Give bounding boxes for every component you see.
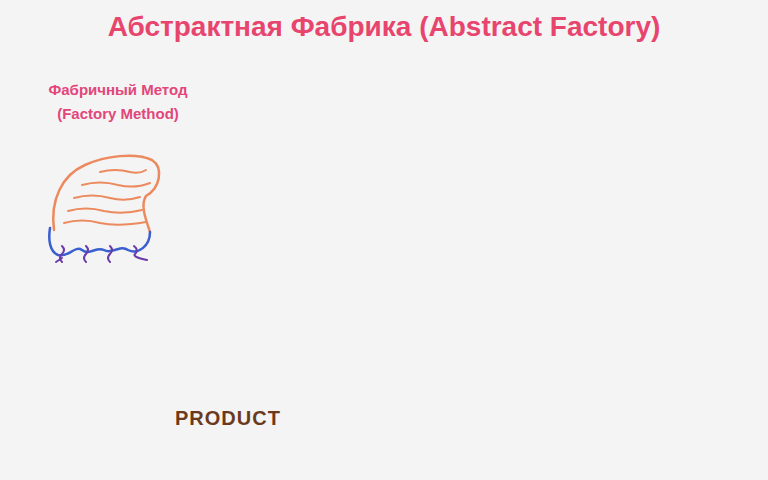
method-label: Фабричный Метод (Factory Method) bbox=[18, 78, 218, 126]
product-wiggles bbox=[56, 246, 147, 262]
factory-outline bbox=[53, 156, 159, 232]
product-label: PRODUCT bbox=[175, 407, 281, 430]
diagram-title: Абстрактная Фабрика (Abstract Factory) bbox=[0, 10, 768, 44]
factory-lines bbox=[64, 170, 150, 225]
